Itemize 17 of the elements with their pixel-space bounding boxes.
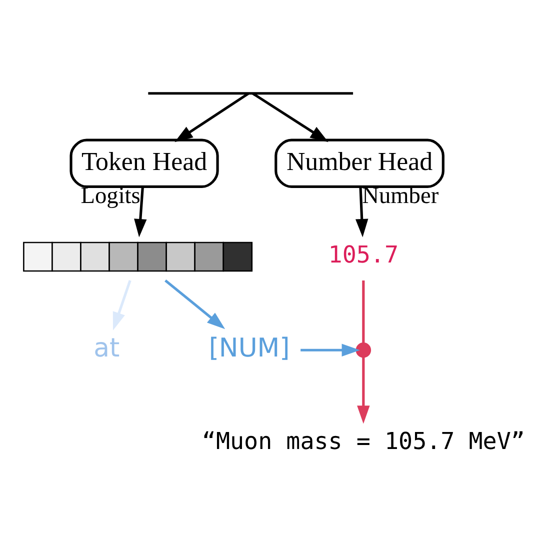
arrow [357,357,370,424]
node-box: Number Head [274,138,444,188]
arrow [164,279,226,330]
arrow [174,92,250,142]
node-text: 105.7 [328,240,399,268]
arrow [252,92,328,142]
node-switch [356,342,372,358]
node-text: at [94,334,120,364]
arrow [112,280,132,330]
node-box: Token Head [70,138,219,188]
arrow [356,187,368,238]
node-text: “Muon mass = 105.7 MeV” [202,427,525,456]
arrow [300,344,360,356]
connector [362,280,365,344]
node-brace [148,92,354,95]
node-text: [NUM] [208,334,290,364]
arrow [134,187,147,238]
